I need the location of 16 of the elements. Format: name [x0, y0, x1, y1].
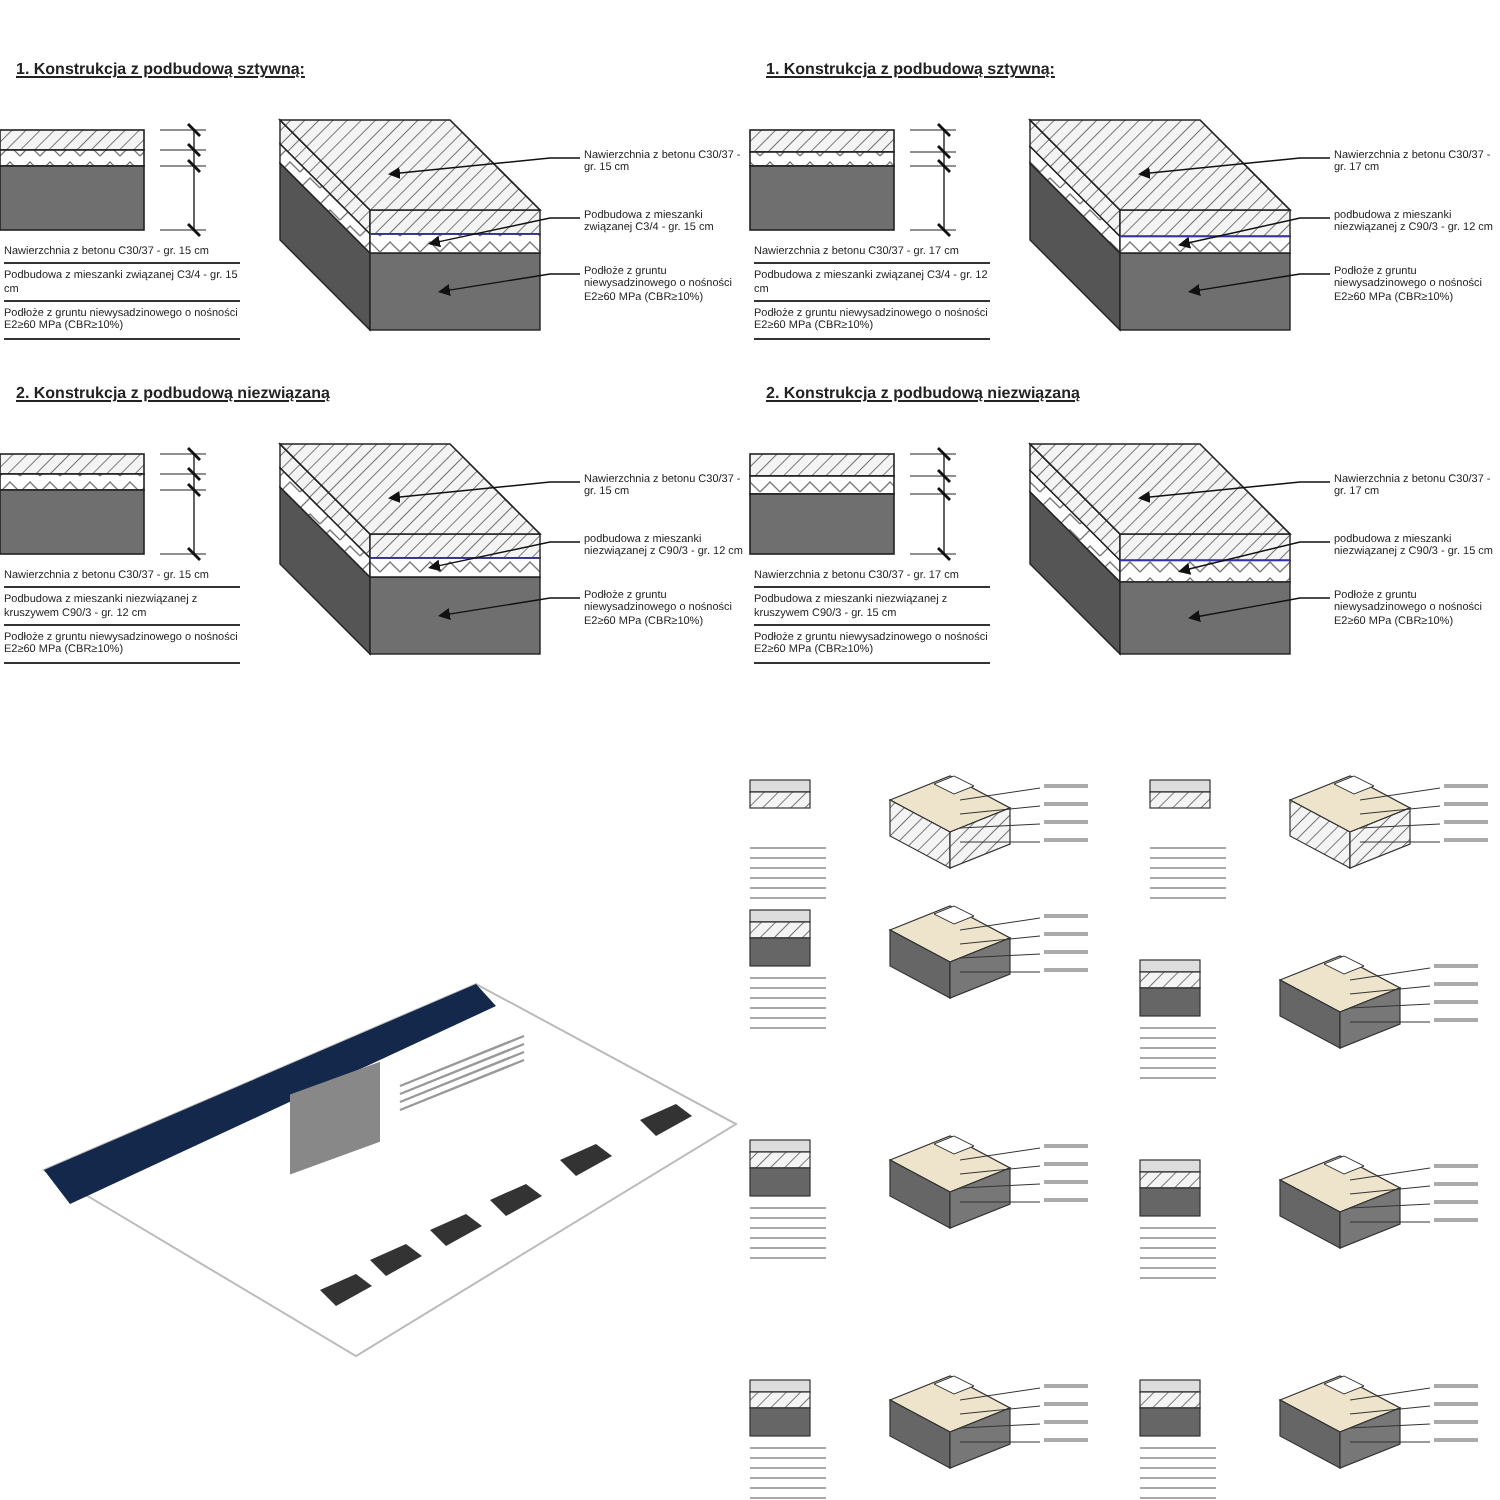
leader-line [428, 217, 581, 248]
leader-line [1178, 541, 1331, 575]
leader-line [438, 273, 581, 296]
section-title: 1. Konstrukcja z podbudową sztywną: [16, 60, 305, 79]
leader-line [1178, 217, 1331, 249]
leader-line [438, 597, 581, 620]
section-title: 1. Konstrukcja z podbudową sztywną: [766, 60, 1055, 79]
leader-line [428, 541, 581, 572]
section-title: 2. Konstrukcja z podbudową niezwiązaną [766, 384, 1080, 403]
leader-line [1138, 481, 1331, 503]
leader-line [1188, 273, 1331, 296]
leader-line [388, 481, 581, 503]
section-title: 2. Konstrukcja z podbudową niezwiązaną [16, 384, 330, 403]
leader-line [388, 157, 581, 179]
leader-line [1188, 597, 1331, 623]
leader-line [1138, 157, 1331, 179]
